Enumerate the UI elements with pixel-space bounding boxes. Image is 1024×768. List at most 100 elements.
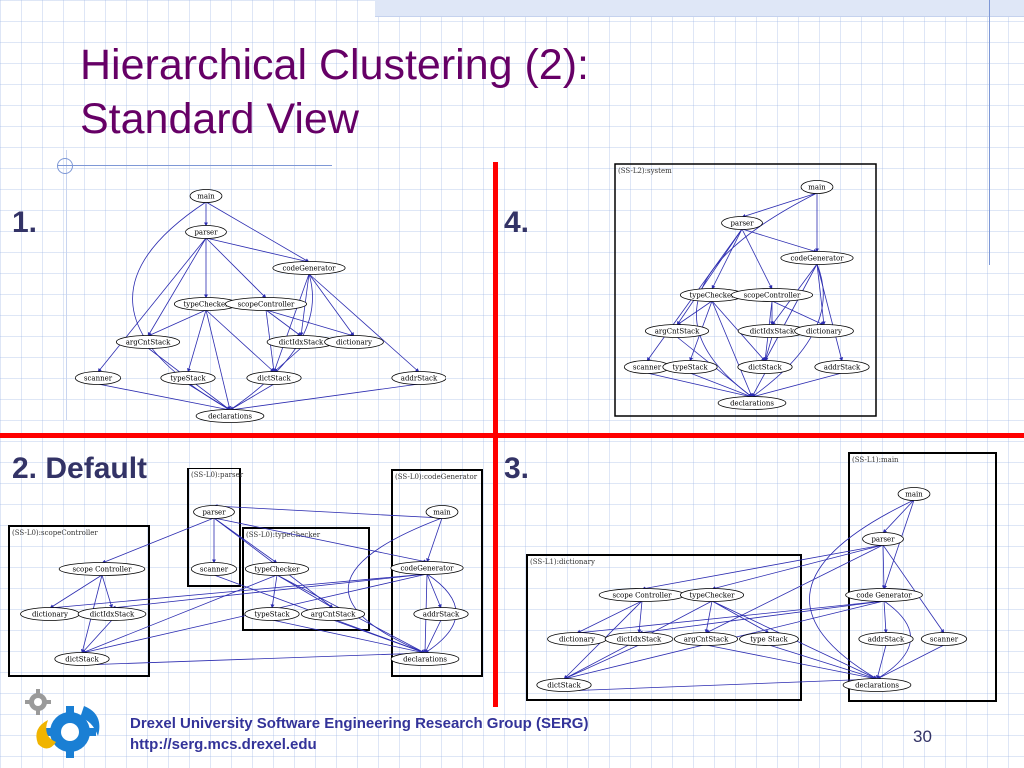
svg-text:dictIdxStack: dictIdxStack	[617, 635, 662, 643]
edge-main-parser	[741, 192, 818, 218]
edge-parser-argCntStack	[705, 544, 884, 634]
svg-text:dictIdxStack: dictIdxStack	[90, 610, 135, 618]
svg-text:scope Controller: scope Controller	[613, 591, 673, 599]
svg-text:declarations: declarations	[403, 655, 447, 663]
edge-parser-codeGenerator	[881, 544, 886, 590]
svg-text:typeStack: typeStack	[254, 610, 290, 618]
node-typeChecker: typeChecker	[173, 297, 239, 311]
node-declarations: declarations	[842, 678, 912, 692]
title-line-2: Standard View	[80, 95, 359, 143]
node-addrStack: addrStack	[858, 632, 914, 646]
edge-scanner-declarations	[646, 372, 753, 399]
slide-title: Hierarchical Clustering (2): Standard Vi…	[80, 38, 589, 146]
cluster-main-box-label: (SS-L1):main	[852, 456, 899, 464]
cluster-codegenerator-box-label: (SS-L0):codeGenerator	[395, 473, 478, 481]
svg-text:scanner: scanner	[930, 635, 959, 643]
edge-dictIdxStack-dictStack	[764, 336, 773, 362]
quadrant-label-1: 1.	[12, 206, 38, 239]
edge-parser-typeChecker	[711, 228, 743, 290]
cluster-dictionary-box-label: (SS-L1):dictionary	[530, 558, 595, 566]
svg-text:argCntStack: argCntStack	[655, 327, 700, 335]
edge-parser-codeGenerator	[205, 237, 310, 264]
quadrant-label-3: 3.	[504, 452, 530, 485]
cluster-scopecontroller-box	[8, 525, 150, 677]
svg-text:parser: parser	[730, 219, 754, 227]
node-dictionary: dictionary	[794, 324, 854, 338]
svg-text:main: main	[197, 192, 215, 200]
svg-text:codeGenerator: codeGenerator	[400, 564, 454, 572]
footer-org-name: Drexel University Software Engineering R…	[130, 715, 589, 732]
footer-url[interactable]: http://serg.mcs.drexel.edu	[130, 736, 317, 753]
node-argCntStack: argCntStack	[673, 632, 739, 646]
edge-dictIdxStack-dictStack	[81, 619, 113, 654]
node-argCntStack: argCntStack	[644, 324, 710, 338]
edge-parser-scanner	[97, 237, 207, 373]
node-addrStack: addrStack	[413, 607, 469, 621]
node-dictIdxStack: dictIdxStack	[604, 632, 674, 646]
edge-scopeController-dictionary	[49, 574, 103, 609]
graph-4-system: (SS-L2):systemmainparsercodeGeneratortyp…	[614, 163, 877, 417]
edge-codeGenerator-dictionary	[816, 263, 826, 326]
edge-parser-scopeController	[641, 544, 884, 591]
edge-parser-codeGenerator	[741, 228, 818, 253]
svg-text:dictIdxStack: dictIdxStack	[750, 327, 795, 335]
edge-typeChecker-typeStack	[270, 574, 278, 609]
edge-dictStack-declarations	[229, 383, 275, 411]
page-number: 30	[913, 727, 932, 746]
edge-scopeController-dictIdxStack	[101, 574, 113, 609]
node-typeStack: typeStack	[160, 371, 216, 385]
edge-main-declarations	[809, 499, 915, 680]
edge-dictStack-declarations	[563, 677, 878, 692]
edge-main-declarations	[348, 517, 443, 654]
edge-scopeController-dictIdxStack	[265, 309, 302, 337]
graph-3-level1: (SS-L1):main(SS-L1):dictionarymainparser…	[526, 452, 997, 702]
node-parser: parser	[185, 225, 227, 239]
edge-main-parser	[882, 499, 915, 534]
svg-text:codeGenerator: codeGenerator	[790, 254, 844, 262]
quadrant-label-2: 2. Default	[12, 452, 148, 485]
node-dictStack: dictStack	[54, 652, 110, 666]
svg-text:argCntStack: argCntStack	[126, 338, 171, 346]
svg-text:scopeController: scopeController	[238, 300, 295, 308]
svg-text:argCntStack: argCntStack	[311, 610, 356, 618]
node-typeChecker: typeChecker	[244, 562, 310, 576]
edge-typeChecker-declarations	[205, 309, 232, 411]
svg-text:addrStack: addrStack	[401, 374, 438, 382]
svg-text:dictStack: dictStack	[748, 363, 782, 371]
node-scanner: scanner	[74, 371, 122, 385]
node-main: main	[189, 189, 223, 203]
edge-typeChecker-argCntStack	[147, 309, 207, 337]
edge-parser-scopeController	[101, 517, 215, 564]
edge-codeGenerator-addrStack	[426, 573, 442, 609]
decoration-horizontal-line	[57, 165, 332, 166]
divider-horizontal	[0, 433, 1024, 438]
decoration-circle	[57, 158, 73, 174]
edge-parser-argCntStack	[147, 237, 207, 337]
svg-text:main: main	[905, 490, 923, 498]
svg-text:addrStack: addrStack	[868, 635, 905, 643]
node-parser: parser	[721, 216, 763, 230]
edge-parser-argCntStack	[676, 228, 743, 326]
node-codeGenerator: codeGenerator	[390, 561, 464, 575]
node-dictionary: dictionary	[547, 632, 607, 646]
svg-text:dictStack: dictStack	[547, 681, 581, 689]
edge-typeStack-declarations	[689, 372, 753, 398]
svg-text:declarations: declarations	[730, 399, 774, 407]
svg-text:code Generator: code Generator	[856, 591, 912, 599]
title-line-1: Hierarchical Clustering (2):	[80, 41, 589, 89]
cluster-scopecontroller-box-label: (SS-L0):scopeController	[12, 529, 98, 537]
decoration-vertical-line	[989, 0, 990, 265]
node-dictionary: dictionary	[324, 335, 384, 349]
node-scopeController: scopeController	[224, 297, 307, 311]
edge-parser-scopeController	[205, 237, 267, 299]
edge-typeStack-declarations	[768, 644, 878, 680]
svg-text:type Stack: type Stack	[750, 635, 788, 643]
edge-typeChecker-typeStack	[187, 309, 207, 373]
node-dictStack: dictStack	[737, 360, 793, 374]
node-declarations: declarations	[390, 652, 460, 666]
svg-text:dictionary: dictionary	[806, 327, 842, 335]
svg-text:typeStack: typeStack	[672, 363, 708, 371]
cluster-main-box	[848, 452, 997, 702]
svg-text:dictionary: dictionary	[559, 635, 595, 643]
edge-typeChecker-declarations	[711, 300, 753, 398]
